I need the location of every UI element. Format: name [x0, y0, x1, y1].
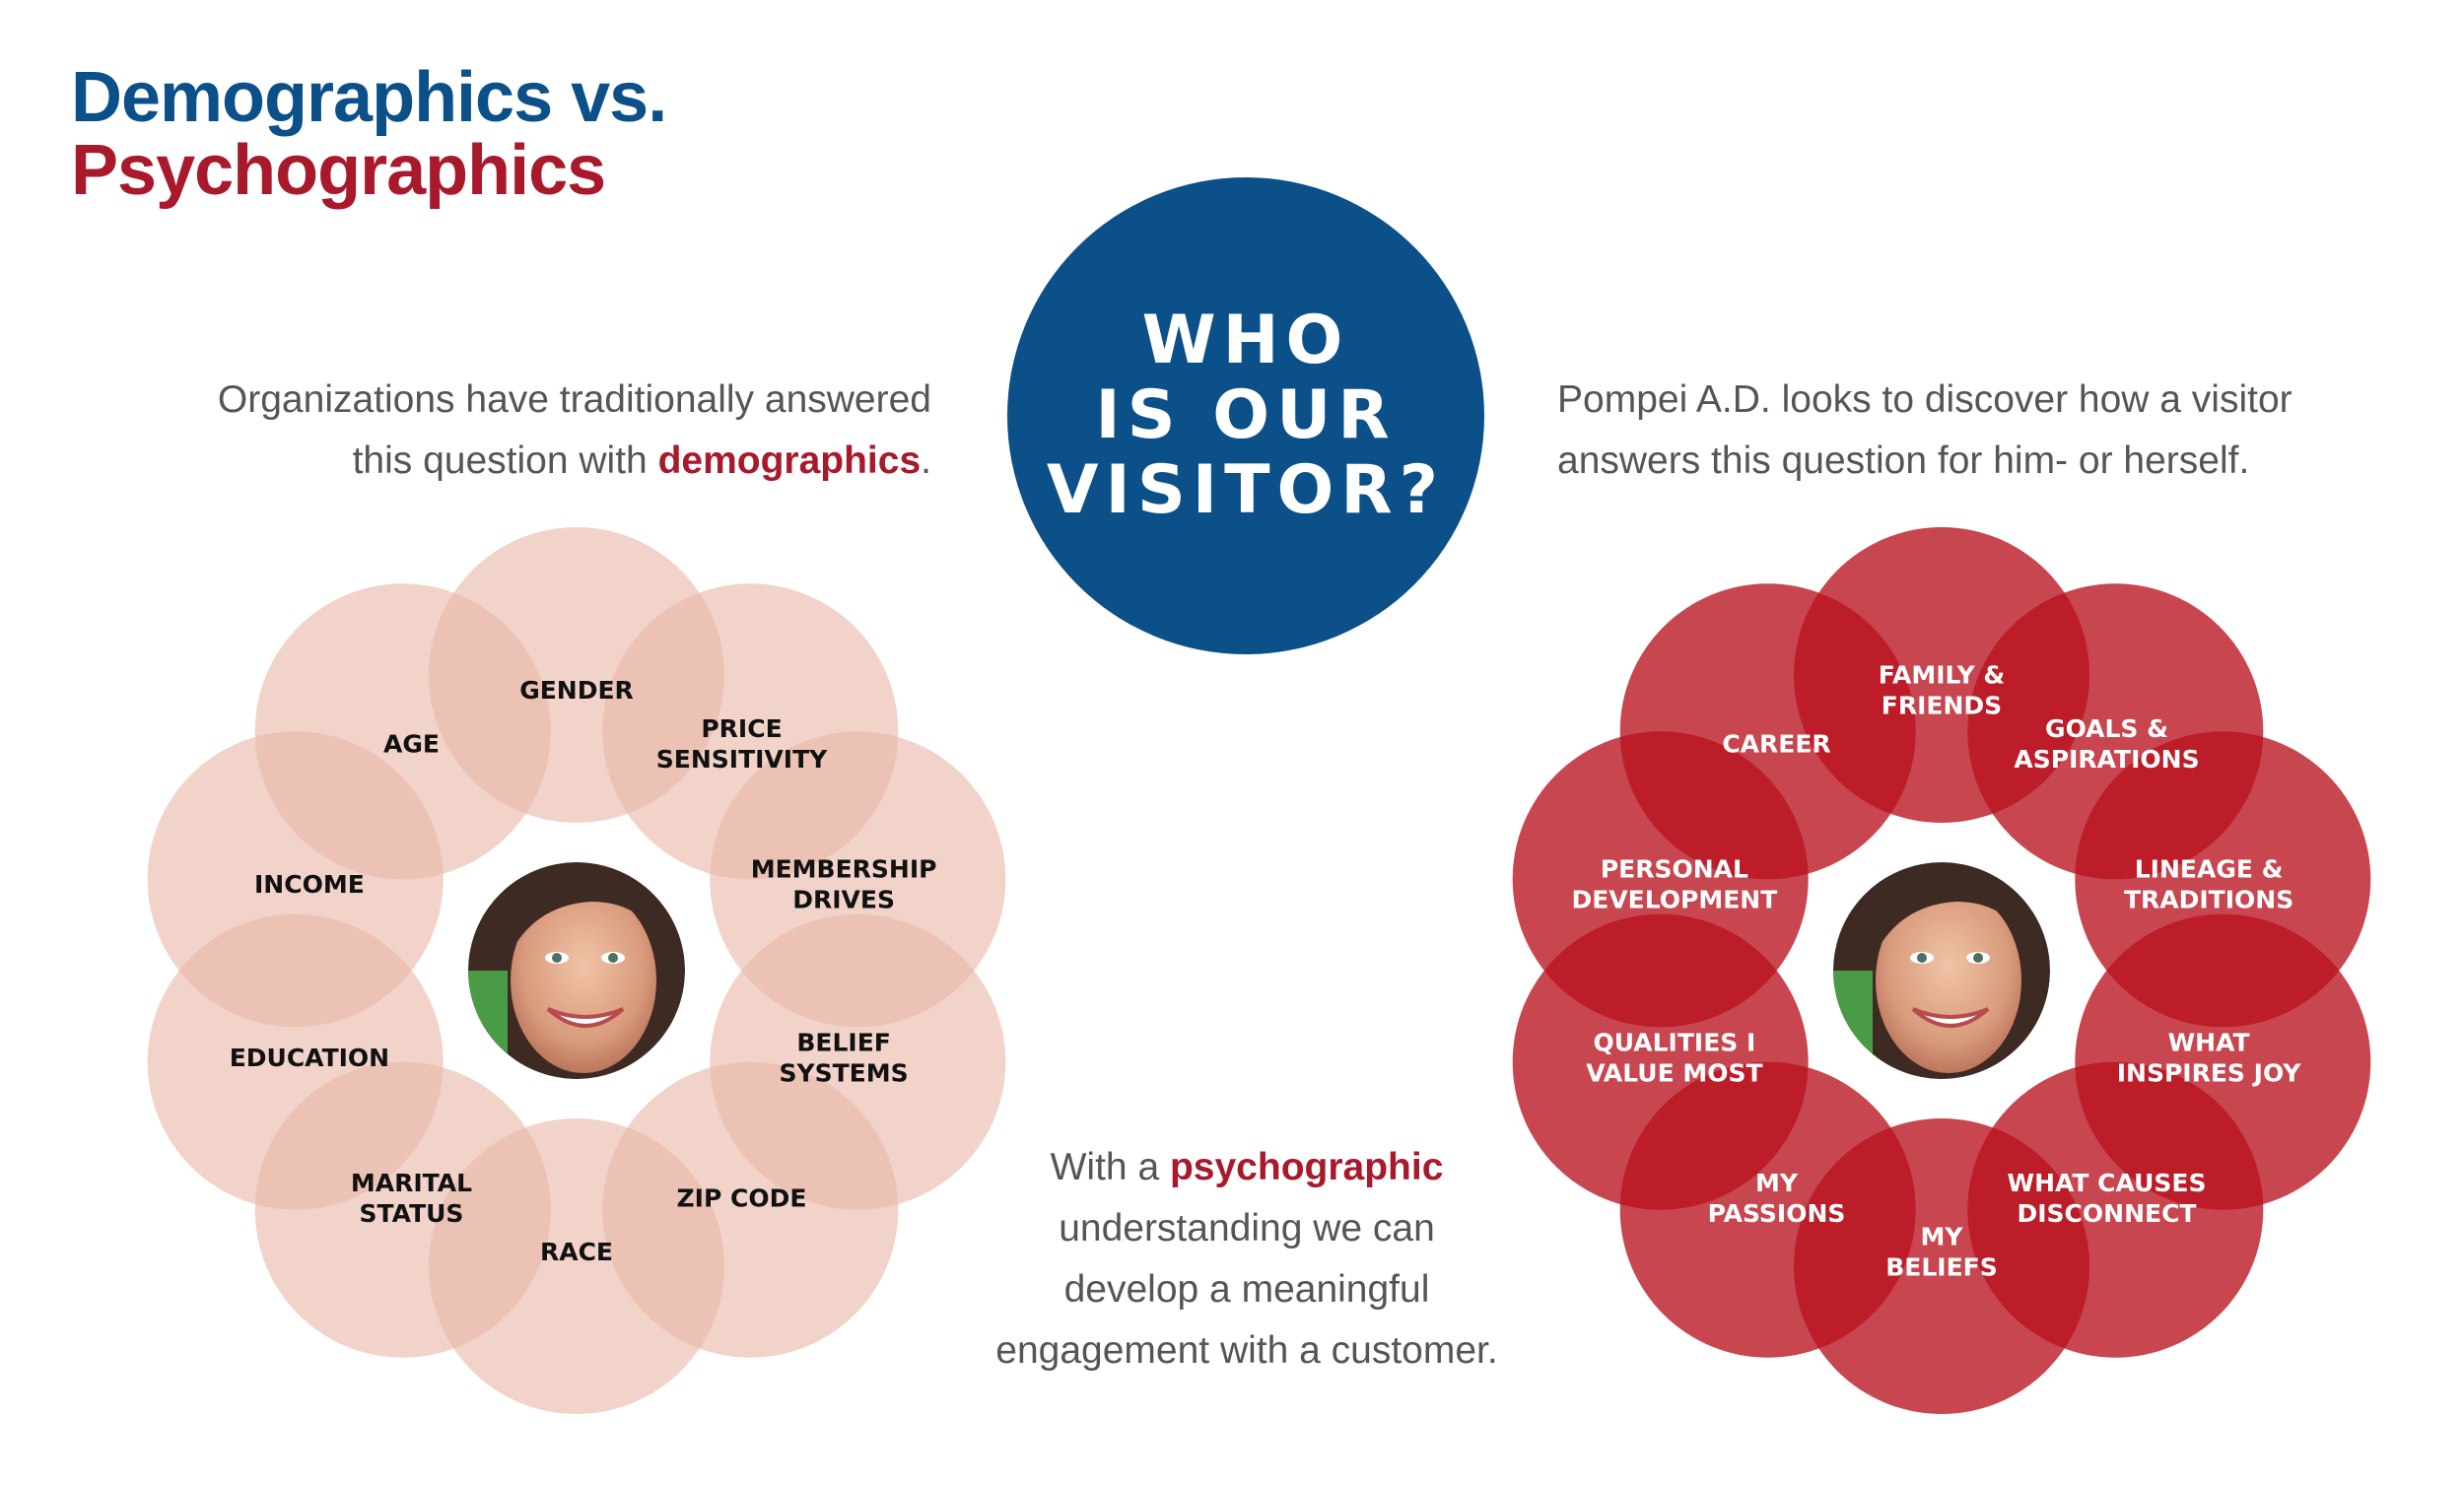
- demographic-label-8: EDUCATION: [230, 1044, 389, 1072]
- demographic-label-5: ZIP CODE: [677, 1184, 807, 1213]
- psychographic-label-1-line-1: FAMILY &: [1879, 661, 2005, 690]
- demographic-label-4-line-2: SYSTEMS: [780, 1059, 909, 1088]
- psychographic-label-6-line-1: MY: [1921, 1223, 1964, 1251]
- psychographic-label-3-line-2: TRADITIONS: [2124, 885, 2293, 913]
- demographic-label-10-line-1: AGE: [383, 729, 440, 758]
- psychographic-label-2-line-1: GOALS &: [2045, 714, 2168, 743]
- outro-line3: develop a meaningful: [1063, 1268, 1430, 1311]
- psychographic-label-10-line-1: CAREER: [1722, 729, 1830, 758]
- left-intro-emphasis: demographics: [657, 439, 922, 482]
- demographic-label-2-line-1: PRICE: [701, 714, 782, 743]
- portrait-photo-psychographics: [1833, 862, 2050, 1079]
- demographic-label-7-line-2: STATUS: [360, 1199, 464, 1228]
- psychographic-petal-10: [1619, 583, 1916, 880]
- demographic-petal-10: [254, 583, 551, 880]
- right-intro-line2: answers this question for him- or hersel…: [1557, 439, 2250, 482]
- demographic-label-7-line-1: MARITAL: [351, 1169, 472, 1197]
- psychographic-label-7-line-2: PASSIONS: [1708, 1199, 1846, 1228]
- psychographic-label-3: LINEAGE &TRADITIONS: [2124, 854, 2293, 913]
- demographic-label-5-line-1: ZIP CODE: [677, 1184, 807, 1213]
- psychographic-label-2: GOALS &ASPIRATIONS: [2014, 714, 2199, 774]
- bottom-center-text: With a psychographic understanding we ca…: [897, 1137, 1597, 1382]
- demographic-label-2-line-2: SENSITIVITY: [656, 745, 828, 774]
- right-intro-line1: Pompei A.D. looks to discover how a visi…: [1557, 378, 2293, 421]
- psychographic-label-5-line-1: WHAT CAUSES: [2008, 1169, 2207, 1197]
- demographic-label-6-line-1: RACE: [540, 1238, 613, 1266]
- demographic-label-4-line-1: BELIEF: [796, 1029, 891, 1057]
- demographic-label-9: INCOME: [254, 870, 365, 899]
- psychographic-label-8-line-1: QUALITIES I: [1593, 1029, 1755, 1057]
- right-intro-text: Pompei A.D. looks to discover how a visi…: [1557, 370, 2444, 492]
- psychographic-label-4-line-2: INSPIRES JOY: [2117, 1059, 2302, 1088]
- demographic-label-3-line-2: DRIVES: [792, 885, 895, 913]
- psychographic-label-10: CAREER: [1722, 729, 1830, 758]
- left-intro-text: Organizations have traditionally answere…: [44, 370, 931, 492]
- page-title: Demographics vs. Psychographics: [71, 58, 667, 210]
- outro-emphasis: psychographic: [1169, 1146, 1444, 1188]
- psychographic-label-4-line-1: WHAT: [2168, 1029, 2250, 1057]
- psychographic-label-7-line-1: MY: [1755, 1169, 1799, 1197]
- demographic-label-6: RACE: [540, 1238, 613, 1266]
- title-demographics: Demographics vs.: [71, 58, 667, 137]
- demographic-label-1-line-1: GENDER: [519, 676, 634, 705]
- psychographic-label-8-line-2: VALUE MOST: [1586, 1059, 1762, 1088]
- demographic-label-9-line-1: INCOME: [254, 870, 365, 899]
- left-intro-line1: Organizations have traditionally answere…: [217, 378, 931, 421]
- psychographic-label-5-line-2: DISCONNECT: [2018, 1199, 2197, 1228]
- portrait-photo-demographics: [468, 862, 685, 1079]
- left-intro-line2: this question with: [352, 439, 658, 482]
- left-intro-suffix: .: [921, 439, 931, 482]
- demographic-label-1: GENDER: [519, 676, 634, 705]
- hero-line-2: IS OUR: [1095, 376, 1397, 454]
- demographic-label-8-line-1: EDUCATION: [230, 1044, 389, 1072]
- who-is-our-visitor-circle: WHO IS OUR VISITOR?: [1007, 177, 1484, 654]
- hero-line-1: WHO: [1141, 302, 1350, 379]
- outro-line2: understanding we can: [1059, 1207, 1435, 1249]
- demographic-label-10: AGE: [383, 729, 440, 758]
- outro-prefix: With a: [1050, 1146, 1170, 1188]
- title-psychographics: Psychographics: [71, 131, 606, 210]
- demographic-label-3-line-1: MEMBERSHIP: [751, 854, 937, 883]
- psychographic-label-9-line-2: DEVELOPMENT: [1571, 885, 1777, 913]
- psychographic-label-6-line-2: BELIEFS: [1885, 1253, 1998, 1282]
- psychographic-label-1-line-2: FRIENDS: [1882, 692, 2002, 720]
- hero-line-3: VISITOR?: [1046, 451, 1446, 529]
- psychographic-label-9-line-1: PERSONAL: [1601, 854, 1748, 883]
- psychographic-label-3-line-1: LINEAGE &: [2135, 854, 2284, 883]
- psychographic-label-1: FAMILY &FRIENDS: [1879, 661, 2005, 720]
- psychographic-label-2-line-2: ASPIRATIONS: [2014, 745, 2199, 774]
- outro-line4: engagement with a customer.: [995, 1329, 1498, 1372]
